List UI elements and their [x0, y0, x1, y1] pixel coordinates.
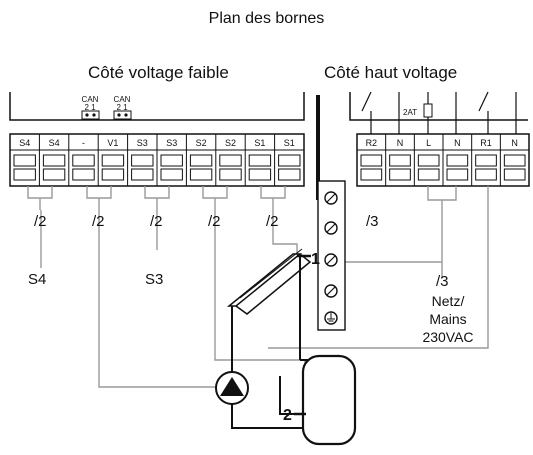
low-terminal-label: S3	[137, 138, 148, 148]
high-terminal-label: N	[397, 138, 404, 148]
can-connector-2: CAN 2 1	[113, 95, 132, 120]
high-terminal-label: R2	[366, 138, 378, 148]
low-terminal: S3	[127, 134, 154, 186]
low-terminal-label: S1	[284, 138, 295, 148]
low-terminal-label: -	[82, 138, 85, 148]
low-terminal: S1	[274, 134, 301, 186]
collector-sensor-label: 1	[311, 251, 320, 268]
low-terminal: S2	[185, 134, 213, 186]
low-terminal: -	[68, 134, 95, 186]
cable-s3-cores: /2	[150, 213, 163, 230]
can-label-1: CAN	[82, 95, 99, 104]
low-terminal: S1	[244, 134, 272, 186]
low-voltage-terminal-strip: S4 S4 - V1 S3 S3 S2 S2 S1 S1	[9, 133, 305, 187]
low-terminal-label: S4	[49, 138, 60, 148]
low-terminal-label: V1	[107, 138, 118, 148]
relay-contacts	[361, 91, 517, 134]
rail-screw	[324, 253, 338, 267]
cable-s4-cores: /2	[34, 213, 47, 230]
tank-sensor-label: 2	[283, 407, 292, 424]
high-terminal: N	[442, 134, 469, 186]
high-terminal: N	[385, 134, 411, 186]
low-terminal: S4	[38, 134, 66, 186]
sensor-s4-label: S4	[28, 271, 46, 288]
low-voltage-housing	[9, 92, 305, 121]
sensor-cables	[27, 186, 306, 388]
high-terminal: L	[413, 134, 440, 186]
high-voltage-terminal-strip: R2 N L N R1 N	[356, 133, 530, 187]
rail-screw	[324, 284, 338, 298]
sensor-s3-label: S3	[145, 271, 163, 288]
high-voltage-side-label: Côté haut voltage	[324, 63, 458, 82]
low-terminal: S2	[215, 134, 242, 186]
low-terminal: S3	[156, 134, 183, 186]
high-terminal-label: L	[426, 138, 431, 148]
mains-voltage-label: 230VAC	[422, 329, 473, 345]
low-voltage-side-label: Côté voltage faible	[88, 63, 229, 82]
can-label-2: CAN	[114, 95, 131, 104]
low-terminal-label: S4	[19, 138, 30, 148]
fuse: 2AT	[403, 103, 433, 118]
cable-v1-cores: /2	[92, 213, 105, 230]
cable-mains-cores: /3	[436, 273, 449, 290]
mains-label-line1: Netz/	[432, 293, 465, 309]
cable-s2-cores: /2	[208, 213, 221, 230]
high-terminal: N	[499, 134, 526, 186]
cable-s1-cores: /2	[266, 213, 279, 230]
low-terminal-label: S3	[166, 138, 177, 148]
power-cables	[268, 186, 489, 349]
rail-screw	[324, 191, 338, 205]
high-terminal: R1	[471, 134, 497, 186]
ground-terminal-rail	[317, 180, 346, 331]
storage-tank	[301, 354, 357, 446]
high-terminal: R2	[360, 138, 383, 181]
solar-collector	[226, 248, 312, 360]
low-terminal-label: S2	[225, 138, 236, 148]
low-terminal-label: S2	[196, 138, 207, 148]
high-terminal-label: N	[454, 138, 461, 148]
low-terminal: V1	[97, 134, 125, 186]
mains-label-line2: Mains	[429, 311, 466, 327]
circulation-pump	[215, 371, 249, 405]
high-voltage-housing	[349, 92, 528, 121]
can-pins-2: 2 1	[116, 103, 128, 112]
fuse-label: 2AT	[403, 108, 417, 117]
high-terminal-label: N	[511, 138, 518, 148]
page-title: Plan des bornes	[208, 10, 325, 27]
can-connector-1: CAN 2 1	[81, 95, 100, 120]
rail-screw	[324, 221, 338, 235]
can-pins-1: 2 1	[84, 103, 96, 112]
protective-earth-icon	[324, 311, 338, 325]
cable-hv-cores: /3	[366, 213, 379, 230]
low-terminal: S4	[13, 138, 36, 181]
low-terminal-label: S1	[254, 138, 265, 148]
high-terminal-label: R1	[480, 138, 492, 148]
